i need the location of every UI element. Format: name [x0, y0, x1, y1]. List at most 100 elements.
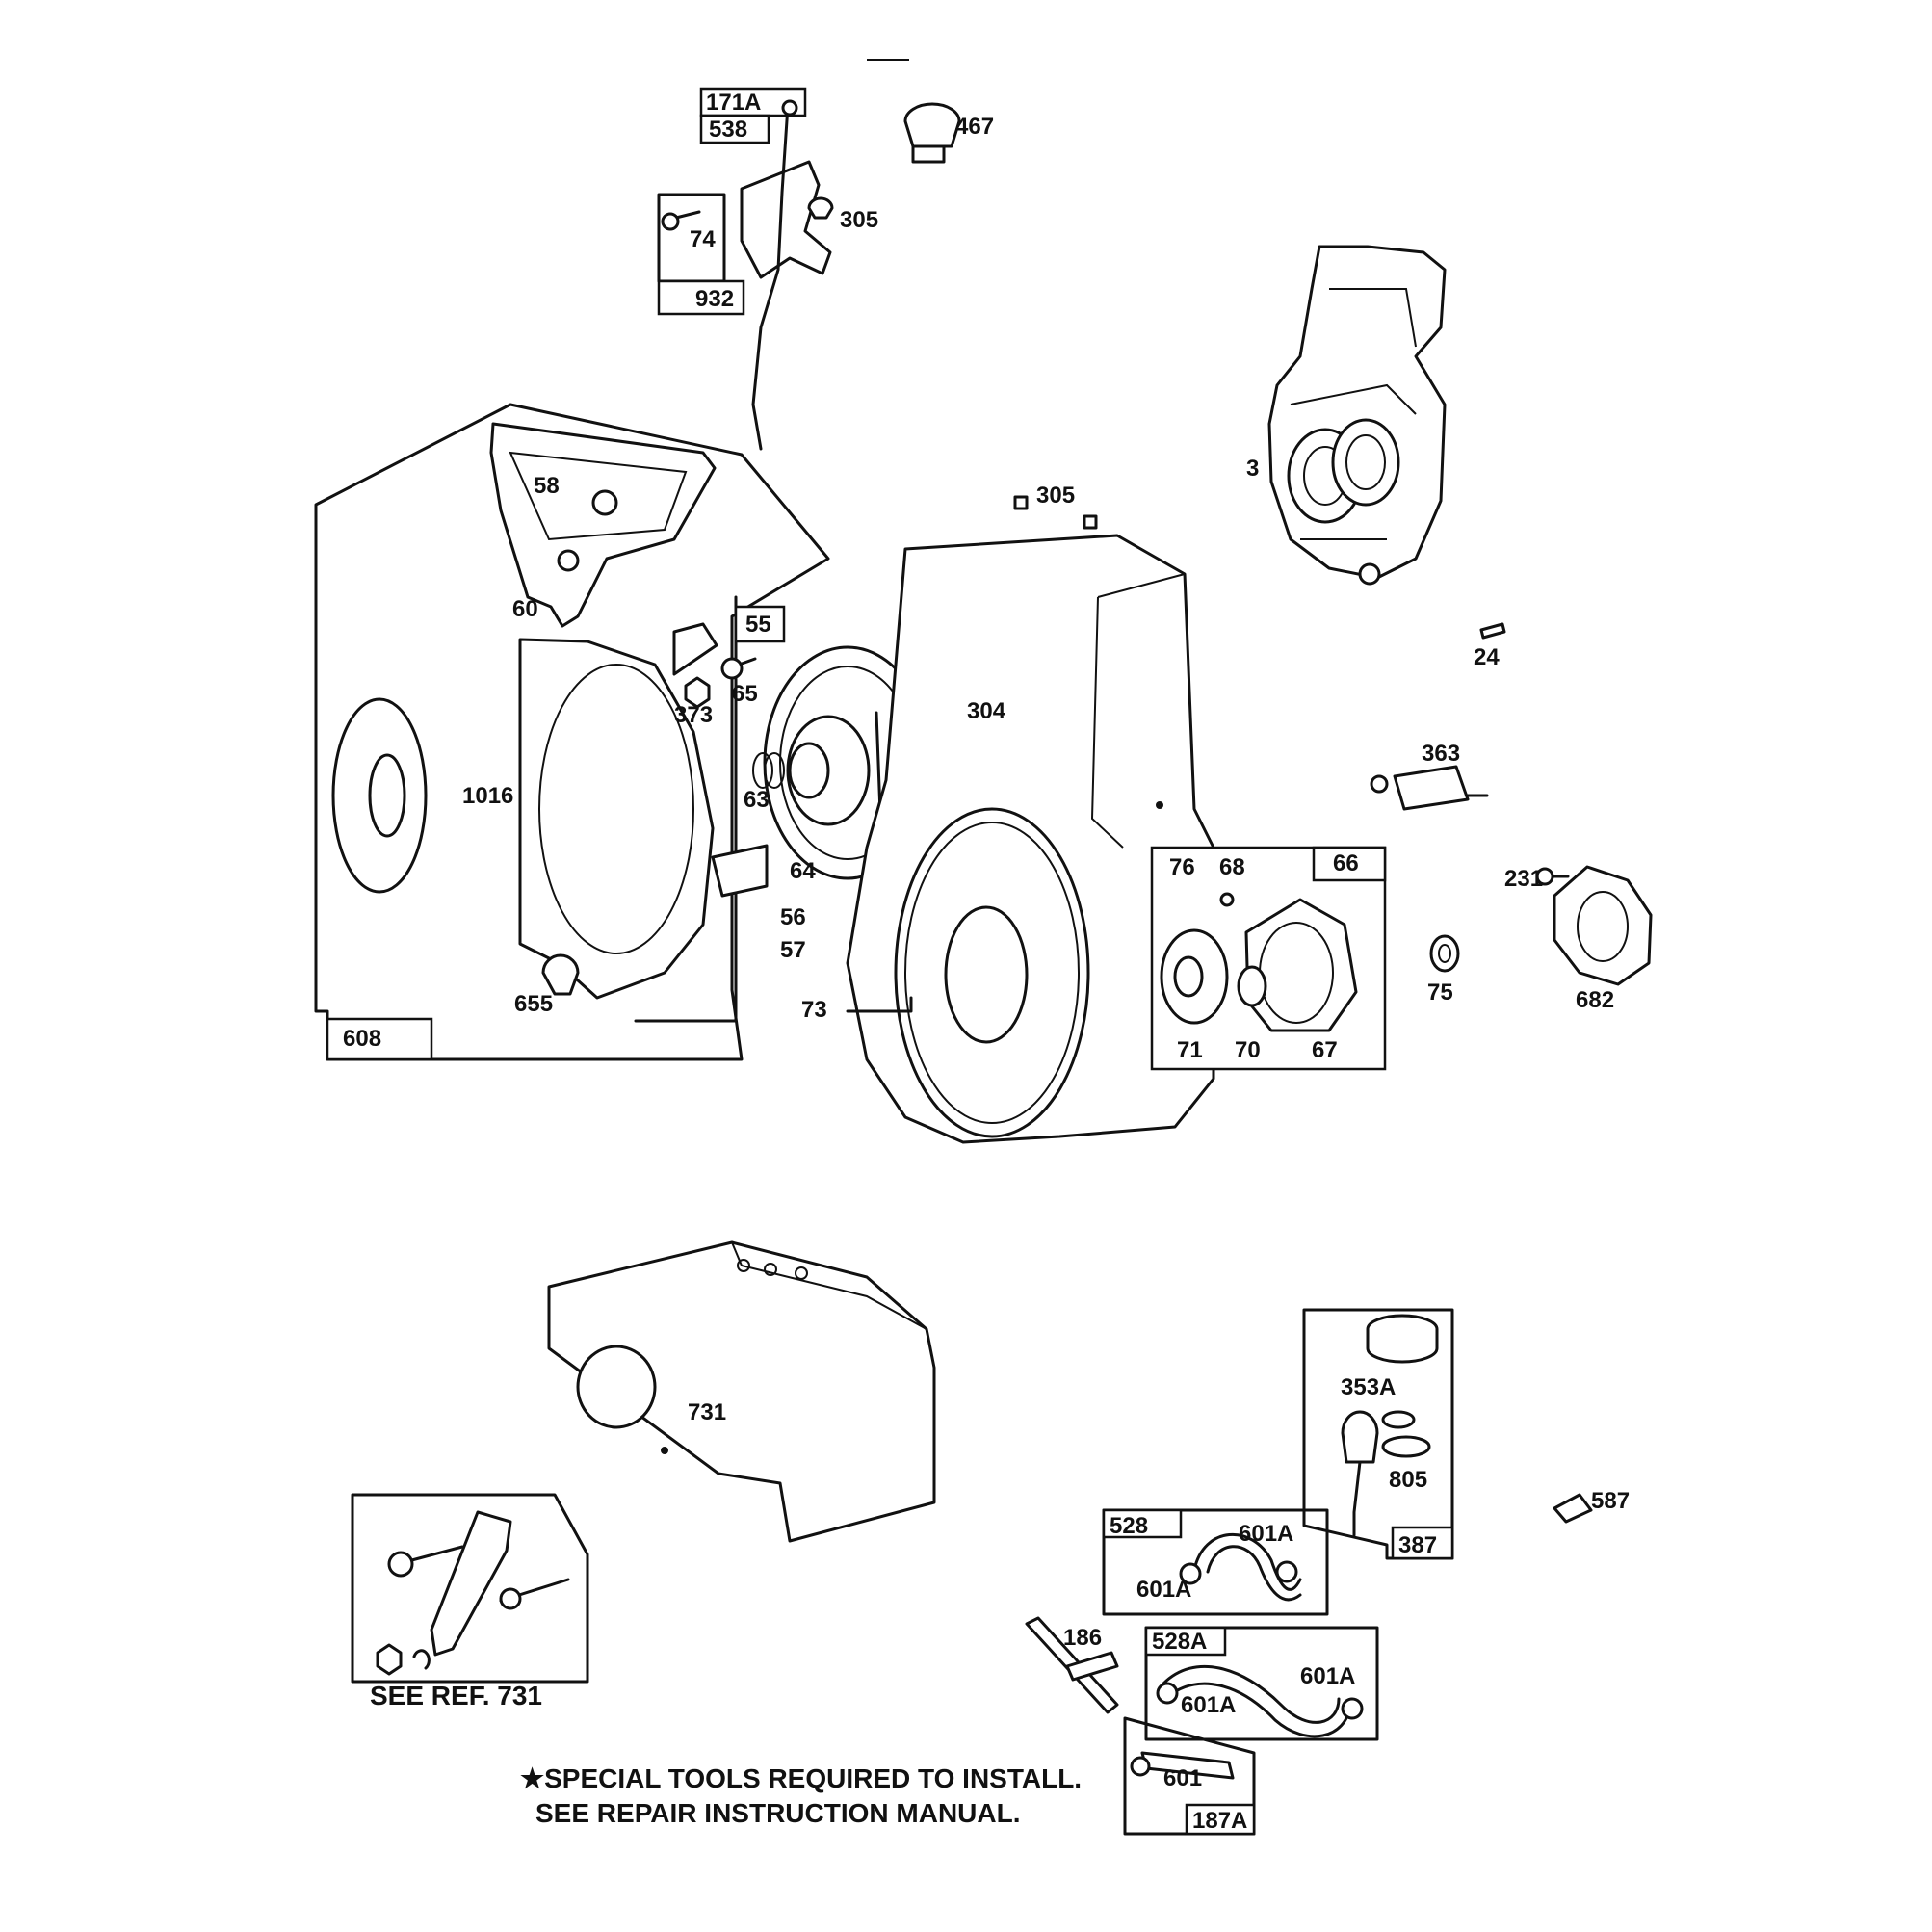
- label-76: 76: [1169, 854, 1195, 880]
- foot-bracket-lower: [711, 844, 769, 898]
- label-587: 587: [1591, 1488, 1630, 1514]
- label-363: 363: [1422, 741, 1460, 767]
- part-labels: 171A 538 467 305 74 932 3 58 305 24 60 5…: [343, 90, 1630, 1834]
- handle-clip-58: [591, 489, 618, 516]
- oring-805: [1381, 1435, 1431, 1458]
- box-932: [657, 279, 745, 316]
- fuel-line-528-group: [1102, 1508, 1329, 1616]
- label-56: 56: [780, 904, 806, 930]
- screw-65-head: [720, 657, 744, 680]
- spring-63a: [764, 752, 785, 789]
- plate-ribs: [1290, 288, 1417, 540]
- hose-clamp-c: [1130, 1756, 1151, 1777]
- screw-231-head: [1535, 867, 1554, 886]
- starter-clutch-64: [788, 742, 830, 799]
- see-ref-note: SEE REF. 731: [370, 1681, 542, 1710]
- label-231: 231: [1504, 866, 1543, 892]
- starter-cover-face: [538, 664, 694, 954]
- label-387: 387: [1398, 1532, 1437, 1558]
- box-528-frame: [1102, 1508, 1329, 1616]
- carburetor-plate-682: [1553, 865, 1653, 986]
- screw-305-mid-a: [1013, 495, 1029, 510]
- dipstick-cap: [1341, 1410, 1379, 1464]
- fuel-hose-b-inner: [1165, 1682, 1352, 1738]
- label-186: 186: [1063, 1625, 1102, 1651]
- label-24: 24: [1474, 644, 1500, 670]
- governor-group: [1150, 846, 1387, 1071]
- hose-clamp-b2: [1341, 1697, 1364, 1720]
- label-73: 73: [801, 997, 827, 1023]
- label-601A-b: 601A: [1136, 1577, 1191, 1603]
- box-538: [699, 114, 770, 144]
- bolt-shank: [403, 1545, 464, 1564]
- label-3: 3: [1246, 456, 1259, 482]
- label-373: 373: [674, 702, 713, 728]
- label-58: 58: [534, 473, 560, 499]
- starter-housing: [518, 638, 715, 1000]
- fuel-hose-b: [1162, 1664, 1341, 1724]
- switch-knob: [1370, 774, 1389, 794]
- handle-pivot: [557, 549, 580, 572]
- bracket-link: [430, 1510, 512, 1657]
- shield-hole-a: [737, 1259, 750, 1272]
- label-66: 66: [1333, 850, 1359, 876]
- label-75: 75: [1427, 979, 1453, 1005]
- hose-clamp-b1: [1156, 1682, 1179, 1705]
- dipstick-tube: [1352, 1460, 1362, 1537]
- label-353A: 353A: [1341, 1374, 1396, 1400]
- bearing-plate: [1267, 245, 1447, 580]
- rewind-handle: [489, 422, 717, 628]
- shield-opening: [576, 1345, 657, 1429]
- box-187A: [1185, 1803, 1256, 1836]
- ball-68: [1219, 892, 1235, 907]
- fuel-hose-a: [1192, 1533, 1302, 1591]
- label-608: 608: [343, 1026, 381, 1052]
- screen-1016-hole: [368, 753, 406, 838]
- label-601: 601: [1163, 1765, 1202, 1791]
- label-467: 467: [955, 114, 994, 140]
- lock-washer: [412, 1649, 431, 1670]
- label-71: 71: [1177, 1037, 1203, 1063]
- hex-nut: [376, 1643, 403, 1676]
- label-601A-d: 601A: [1181, 1692, 1236, 1718]
- box-55: [734, 605, 786, 643]
- label-305-mid: 305: [1036, 483, 1075, 509]
- screen-rim: [904, 822, 1080, 1124]
- label-67: 67: [1312, 1037, 1338, 1063]
- box-528A: [1144, 1626, 1227, 1657]
- fuel-line-528A-group: [1144, 1626, 1379, 1741]
- assembly-608-outline: [314, 403, 830, 1061]
- label-64: 64: [790, 858, 816, 884]
- stud-collar: [499, 1587, 522, 1610]
- bolt-head: [387, 1551, 414, 1578]
- label-171A: 171A: [706, 90, 761, 116]
- label-601A-a: 601A: [1239, 1521, 1293, 1547]
- label-57: 57: [780, 937, 806, 963]
- screw-74-head: [661, 212, 680, 231]
- control-wire: [751, 104, 790, 451]
- grommet-655: [541, 953, 580, 996]
- blower-housing-group: [314, 403, 932, 1061]
- hose-clamp-a2: [1275, 1560, 1298, 1583]
- shield-top-edge: [731, 1241, 927, 1330]
- label-731: 731: [688, 1399, 726, 1425]
- fuel-line-187A-group: [1123, 1716, 1256, 1836]
- hose-clamp-a1: [1179, 1562, 1202, 1585]
- box-66: [1312, 846, 1387, 882]
- label-60: 60: [512, 596, 538, 622]
- fuel-fitting-186: [1065, 1651, 1119, 1682]
- label-63: 63: [744, 787, 770, 813]
- throttle-control-group: [657, 87, 834, 451]
- box-387-frame: [1302, 1308, 1454, 1560]
- plate-boss: [1358, 562, 1381, 586]
- housing-edge: [1090, 573, 1186, 849]
- clip-587: [1553, 1493, 1593, 1524]
- label-68: 68: [1219, 854, 1245, 880]
- oring-small: [1381, 1410, 1416, 1429]
- gear-70: [1237, 965, 1267, 1007]
- label-538: 538: [709, 117, 747, 143]
- label-55: 55: [745, 612, 771, 638]
- cylinder-shield-group: [547, 1240, 936, 1543]
- repair-manual-note: SEE REPAIR INSTRUCTION MANUAL.: [535, 1798, 1021, 1828]
